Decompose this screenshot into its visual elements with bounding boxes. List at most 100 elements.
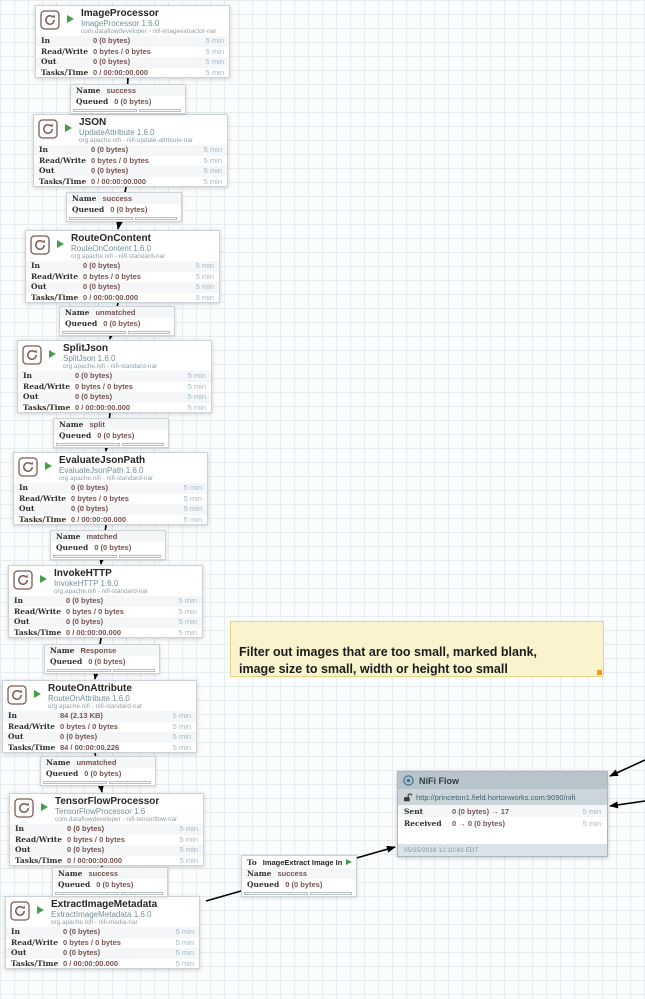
run-status-icon — [67, 15, 74, 23]
backpressure-object-bar — [53, 554, 117, 558]
stat-row-out: Out 0 (0 bytes) 5 min — [10, 845, 203, 856]
sent-value: 0 (0 bytes) → 17 — [452, 806, 510, 816]
backpressure-size-bar — [127, 330, 170, 334]
connection-label[interactable]: Name success Queued 0 (0 bytes) — [70, 84, 186, 114]
run-status-icon — [57, 240, 64, 248]
stat-row-tasks-time: Tasks/Time 0 / 00:00:00.000 5 min — [14, 627, 197, 637]
processor-node[interactable]: EvaluateJsonPath EvaluateJsonPath 1.6.0 … — [13, 452, 208, 525]
processor-node[interactable]: SplitJson SplitJson 1.6.0 org.apache.nif… — [17, 340, 212, 413]
processor-title-block: EvaluateJsonPath EvaluateJsonPath 1.6.0 … — [59, 455, 205, 483]
stat-row-tasks-time: Tasks/Time 0 / 00:00:00.000 5 min — [11, 958, 194, 968]
processor-bundle: com.dataflowdeveloper - nifi-tensorflow-… — [55, 816, 178, 823]
stat-row-in: In 0 (0 bytes) 5 min — [9, 596, 202, 607]
processor-node[interactable]: ImageProcessor ImageProcessor 1.6.0 com.… — [35, 5, 230, 78]
backpressure-object-bar — [62, 330, 126, 334]
processor-header: EvaluateJsonPath EvaluateJsonPath 1.6.0 … — [14, 453, 207, 483]
backpressure-size-bar — [138, 108, 181, 112]
processor-icon — [38, 119, 58, 139]
stat-row-in: In 0 (0 bytes) 5 min — [14, 483, 207, 494]
stat-row-read-write: Read/Write 0 bytes / 0 bytes 5 min — [14, 606, 197, 616]
connection-label[interactable]: Name matched Queued 0 (0 bytes) — [50, 530, 166, 560]
connection-queued-row: Queued 0 (0 bytes) — [65, 319, 141, 328]
backpressure-object-bar — [244, 891, 308, 895]
processor-header: ImageProcessor ImageProcessor 1.6.0 com.… — [36, 6, 229, 36]
sent-label: Sent — [404, 806, 424, 816]
connection-queued-row: Queued 0 (0 bytes) — [76, 97, 152, 106]
stat-row-tasks-time: Tasks/Time 0 / 00:00:00.000 5 min — [41, 67, 224, 77]
backpressure-bars — [242, 890, 356, 896]
connection-name-row: Name success — [53, 868, 167, 879]
connection-name-row: Name unmatched — [41, 757, 155, 768]
to-port-row: To ImageExtract Image In — [242, 856, 356, 868]
connection-queued-row: Queued 0 (0 bytes) — [50, 657, 126, 666]
run-status-icon — [37, 906, 44, 914]
processor-bundle: org.apache.nifi - nifi-standard-nar — [48, 703, 143, 710]
backpressure-size-bar — [108, 780, 151, 784]
remote-group-icon — [403, 775, 414, 786]
processor-name: ExtractImageMetadata — [51, 899, 158, 910]
remote-port-connection-label[interactable]: To ImageExtract Image In Name success Qu… — [241, 855, 357, 897]
connection-label[interactable]: Name success Queued 0 (0 bytes) — [66, 192, 182, 222]
processor-title-block: TensorFlowProcessor TensorFlowProcessor … — [55, 796, 201, 824]
connection-label[interactable]: Name split Queued 0 (0 bytes) — [53, 418, 169, 448]
remote-group-url-bar: http://princeton1.field.hortonworks.com:… — [398, 789, 607, 805]
backpressure-size-bar — [112, 668, 155, 672]
processor-title-block: SplitJson SplitJson 1.6.0 org.apache.nif… — [63, 343, 209, 371]
connection-queued-row: Queued 0 (0 bytes) — [46, 769, 122, 778]
stat-row-out: Out 0 (0 bytes) 5 min — [26, 282, 219, 293]
stat-row-in: In 0 (0 bytes) 5 min — [10, 824, 203, 835]
remote-process-group[interactable]: NiFi Flow http://princeton1.field.horton… — [397, 771, 608, 857]
backpressure-bars — [45, 667, 159, 673]
processor-icon — [18, 457, 38, 477]
backpressure-object-bar — [69, 216, 133, 220]
connection-wire[interactable] — [609, 759, 645, 777]
processor-node[interactable]: TensorFlowProcessor TensorFlowProcessor … — [9, 793, 204, 866]
backpressure-object-bar — [56, 442, 120, 446]
processor-type: SplitJson 1.6.0 — [63, 354, 116, 363]
processor-node[interactable]: RouteOnAttribute RouteOnAttribute 1.6.0 … — [2, 680, 197, 753]
processor-node[interactable]: RouteOnContent RouteOnContent 1.6.0 org.… — [25, 230, 220, 303]
stat-row-tasks-time: Tasks/Time 0 / 00:00:00.000 5 min — [19, 514, 202, 524]
remote-group-header: NiFi Flow — [398, 772, 607, 789]
backpressure-bars — [41, 779, 155, 785]
backpressure-object-bar — [73, 108, 137, 112]
processor-icon — [22, 345, 42, 365]
note-resize-handle[interactable] — [597, 670, 602, 675]
stat-row-in: In 84 (2.13 KB) 5 min — [3, 711, 196, 722]
stat-row-read-write: Read/Write 0 bytes / 0 bytes 5 min — [11, 937, 194, 947]
stat-row-out: Out 0 (0 bytes) 5 min — [36, 57, 229, 68]
processor-node[interactable]: InvokeHTTP InvokeHTTP 1.6.0 org.apache.n… — [8, 565, 203, 638]
processor-name: JSON — [79, 117, 107, 128]
connection-label[interactable]: Name unmatched Queued 0 (0 bytes) — [59, 306, 175, 336]
connection-label[interactable]: Name Response Queued 0 (0 bytes) — [44, 644, 160, 674]
processor-header: TensorFlowProcessor TensorFlowProcessor … — [10, 794, 203, 824]
processor-name: RouteOnContent — [71, 233, 151, 244]
stat-row-tasks-time: Tasks/Time 0 / 00:00:00.000 5 min — [15, 855, 198, 865]
note-label[interactable]: Filter out images that are too small, ma… — [230, 621, 604, 677]
connection-label[interactable]: Name unmatched Queued 0 (0 bytes) — [40, 756, 156, 786]
backpressure-object-bar — [47, 668, 111, 672]
processor-bundle: com.dataflowdeveloper - nifi-imageextrac… — [81, 28, 217, 35]
processor-name: TensorFlowProcessor — [55, 796, 160, 807]
run-status-icon — [40, 575, 47, 583]
run-status-icon — [41, 803, 48, 811]
processor-icon — [14, 798, 34, 818]
processor-node[interactable]: JSON UpdateAttribute 1.6.0 org.apache.ni… — [33, 114, 228, 187]
sent-window: 5 min — [582, 806, 601, 816]
stat-row-read-write: Read/Write 0 bytes / 0 bytes 5 min — [39, 155, 222, 165]
connection-name-row: Name split — [54, 419, 168, 430]
processor-header: InvokeHTTP InvokeHTTP 1.6.0 org.apache.n… — [9, 566, 202, 596]
processor-header: SplitJson SplitJson 1.6.0 org.apache.nif… — [18, 341, 211, 371]
stat-row-out: Out 0 (0 bytes) 5 min — [3, 732, 196, 743]
connection-queued-row: Queued 0 (0 bytes) — [56, 543, 132, 552]
stat-row-read-write: Read/Write 0 bytes / 0 bytes 5 min — [15, 834, 198, 844]
to-port-name: ImageExtract Image In — [262, 857, 343, 867]
connection-wire[interactable] — [609, 800, 645, 809]
connection-label[interactable]: Name success Queued 0 (0 bytes) — [52, 867, 168, 897]
stat-row-in: In 0 (0 bytes) 5 min — [26, 261, 219, 272]
run-status-icon — [49, 350, 56, 358]
processor-node[interactable]: ExtractImageMetadata ExtractImageMetadat… — [5, 896, 200, 969]
remote-group-url: http://princeton1.field.hortonworks.com:… — [416, 792, 576, 802]
port-running-icon — [346, 859, 352, 865]
processor-bundle: org.apache.nifi - nifi-media-nar — [51, 919, 138, 926]
